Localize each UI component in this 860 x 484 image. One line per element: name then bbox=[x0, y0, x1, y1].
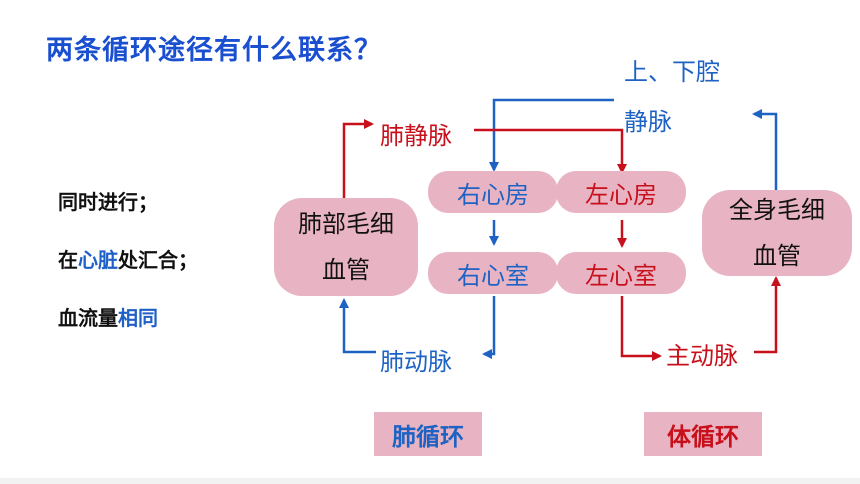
note-converge-highlight: 心脏 bbox=[78, 248, 118, 272]
label-aorta: 主动脉 bbox=[666, 342, 738, 370]
note-converge-at-heart: 在心脏处汇合； bbox=[58, 244, 198, 273]
arrow-pulmonary-vein-to-left-atrium bbox=[474, 128, 627, 174]
node-lung-capillaries: 肺部毛细 血管 bbox=[274, 198, 418, 296]
arrow-vena-cava-to-right-atrium bbox=[489, 98, 614, 172]
label-vena-cava-line2: 静脉 bbox=[624, 108, 672, 136]
lung-capillaries-line1: 肺部毛细 bbox=[298, 210, 394, 238]
note-converge-post: 处汇合； bbox=[118, 248, 198, 272]
body-capillaries-line1: 全身毛细 bbox=[729, 196, 825, 224]
note-same-flow: 血流量相同 bbox=[58, 302, 158, 331]
note-flow-highlight: 相同 bbox=[118, 306, 158, 330]
arrow-body-to-vena-cava bbox=[752, 109, 778, 190]
lung-capillaries-line2: 血管 bbox=[322, 256, 370, 284]
body-capillaries-line2: 血管 bbox=[753, 242, 801, 270]
arrow-lung-to-pulmonary-vein bbox=[342, 119, 374, 200]
label-pulmonary-artery: 肺动脉 bbox=[380, 348, 452, 376]
tag-pulmonary-circulation: 肺循环 bbox=[374, 412, 482, 456]
bottom-bar bbox=[0, 478, 860, 484]
label-vena-cava-line1: 上、下腔 bbox=[624, 58, 720, 86]
tag-systemic-circulation: 体循环 bbox=[644, 412, 762, 456]
note-simultaneous: 同时进行； bbox=[58, 190, 158, 214]
node-left-ventricle: 左心室 bbox=[556, 252, 686, 294]
page-title: 两条循环途径有什么联系？ bbox=[46, 35, 382, 66]
note-converge-pre: 在 bbox=[58, 248, 78, 272]
node-right-atrium: 右心房 bbox=[428, 171, 558, 213]
label-pulmonary-vein: 肺静脉 bbox=[380, 122, 452, 150]
arrow-left-ventricle-to-aorta bbox=[620, 296, 662, 361]
node-body-capillaries: 全身毛细 血管 bbox=[702, 190, 852, 276]
arrow-right-ventricle-to-pulmonary-artery bbox=[482, 296, 496, 359]
node-right-ventricle: 右心室 bbox=[428, 252, 558, 294]
arrow-aorta-to-body bbox=[754, 276, 781, 354]
note-flow-pre: 血流量 bbox=[58, 306, 118, 330]
node-left-atrium: 左心房 bbox=[556, 171, 686, 213]
arrow-pulmonary-artery-to-lung bbox=[339, 298, 376, 354]
